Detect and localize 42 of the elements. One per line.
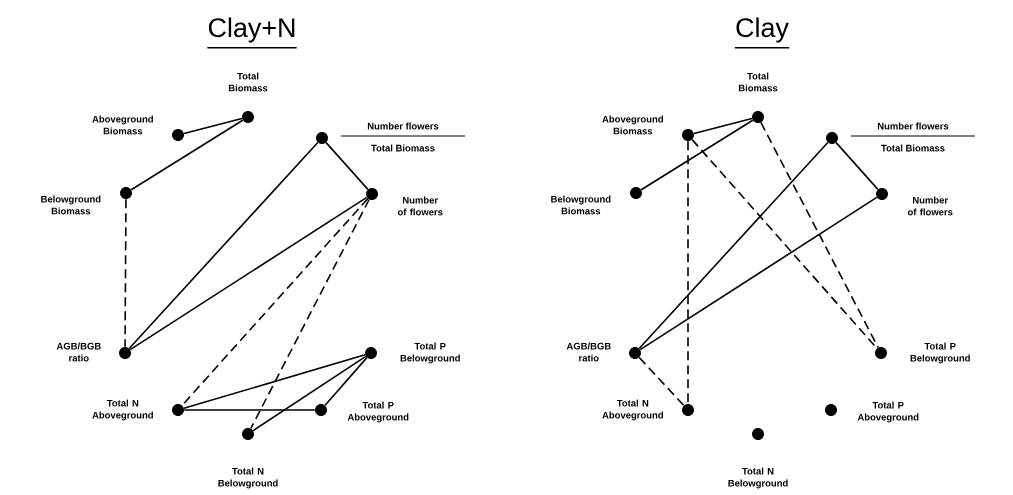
connector-line [129, 196, 368, 351]
node-label: Total N Aboveground [92, 399, 153, 421]
connector-line [638, 356, 685, 407]
node-label: Total N Belowground [218, 467, 278, 489]
node-label: Aboveground Biomass [92, 115, 153, 135]
node-label: Total P Belowground [910, 342, 970, 364]
connector-line [130, 119, 244, 191]
node-label: Total N Aboveground [602, 399, 663, 421]
node-label: Total Biomass [228, 72, 268, 92]
node-label: Belowground Biomass [551, 195, 611, 215]
node-label: Belowground Biomass [41, 195, 101, 215]
connector-line [760, 121, 879, 349]
panel-title: Clay [734, 17, 790, 49]
node-label: Aboveground Biomass [602, 115, 663, 135]
connector-line [638, 141, 829, 350]
connector-line [250, 198, 370, 430]
connector-line [687, 140, 689, 405]
connector-line [124, 198, 127, 348]
connector-line [693, 117, 753, 135]
node-label: Total N Belowground [728, 467, 788, 489]
connector-line [324, 356, 368, 407]
connector-line [181, 197, 369, 407]
connector-line [640, 119, 754, 191]
connector-line [252, 355, 367, 432]
fraction-label: Number flowers Total Biomass [850, 122, 976, 152]
node-label: AGB/BGB ratio [566, 342, 611, 362]
panel-title: Clay+N [206, 17, 298, 49]
connector-line [183, 353, 366, 410]
connector-line [183, 117, 243, 135]
node-label: Total P Aboveground [347, 401, 409, 423]
connector-line [639, 196, 878, 351]
node-label: Total Biomass [738, 72, 778, 92]
node-label: Number of flowers [907, 196, 953, 216]
connector-line [835, 141, 879, 191]
node-label: Number of flowers [397, 196, 443, 216]
connector-line [128, 141, 319, 350]
node-label: AGB/BGB ratio [56, 342, 101, 362]
fraction-label: Number flowers Total Biomass [340, 122, 466, 152]
connector-line [325, 141, 369, 191]
node-label: Total P Aboveground [857, 401, 919, 423]
connector-line [183, 409, 316, 411]
node-label: Total P Belowground [400, 342, 460, 364]
